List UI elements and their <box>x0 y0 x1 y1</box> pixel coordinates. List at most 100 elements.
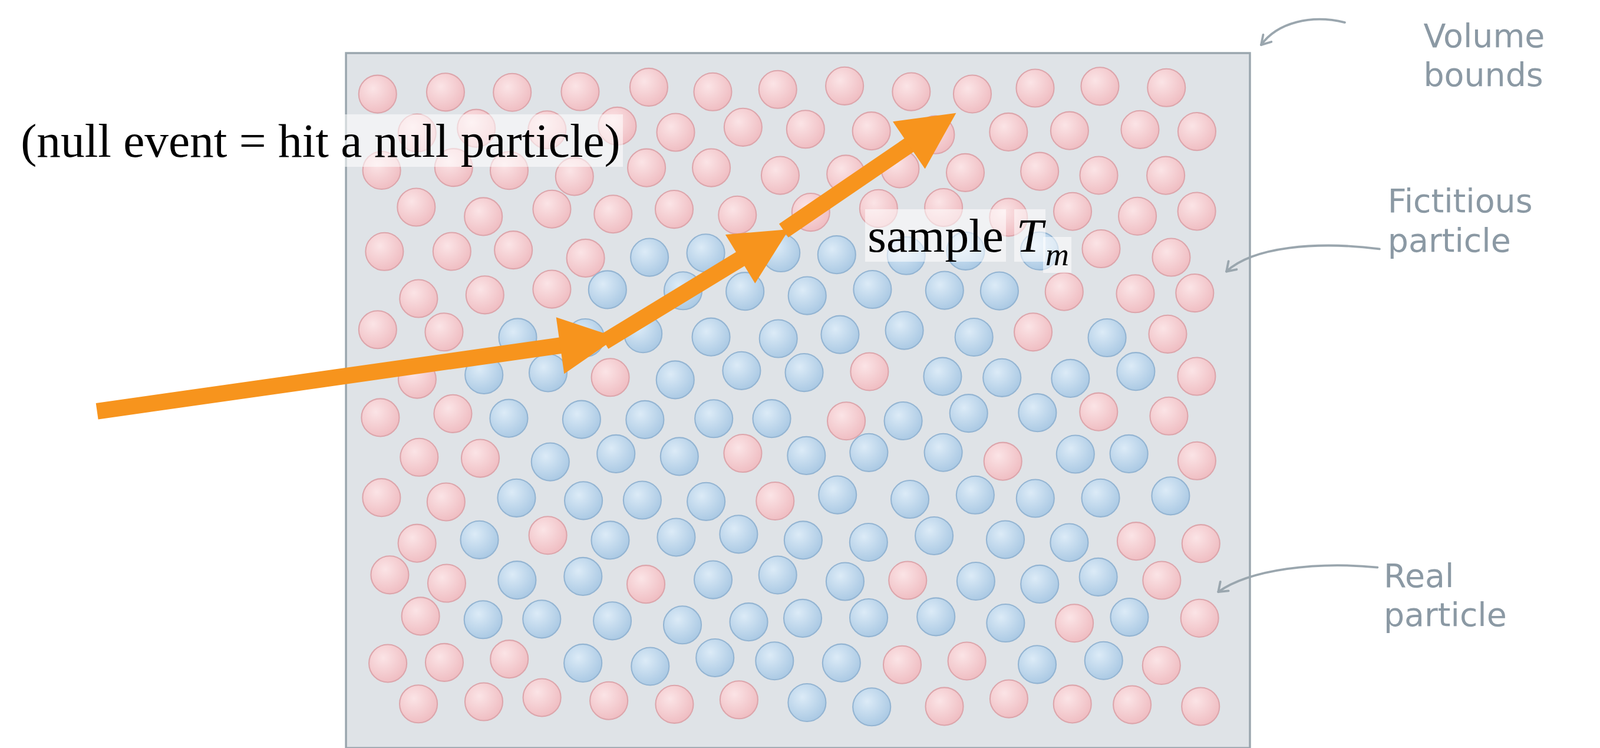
real-particle <box>752 399 791 438</box>
fictitious-particle <box>953 74 992 113</box>
real-particle <box>489 399 528 438</box>
real-particle <box>1050 523 1088 562</box>
fictitious-particle <box>1053 684 1092 723</box>
math-subscript: m <box>1043 236 1072 273</box>
fictitious-particle <box>1182 524 1220 563</box>
ray-path <box>97 138 919 411</box>
fictitious-particle <box>1180 599 1219 638</box>
fictitious-particle <box>1177 357 1216 395</box>
fictitious-particle <box>365 232 404 271</box>
fictitious-particle <box>1146 156 1185 195</box>
leader-line <box>1226 245 1380 272</box>
real-particle <box>719 515 758 553</box>
fictitious-particle <box>756 482 794 520</box>
real-particle <box>656 360 695 399</box>
fictitious-particle <box>718 196 757 234</box>
leader-tip <box>1261 34 1272 45</box>
leader-lines <box>1218 19 1380 592</box>
real-particle <box>924 433 963 472</box>
fictitious-particle <box>984 442 1022 481</box>
fictitious-particle <box>825 67 864 105</box>
fictitious-particle <box>368 644 407 682</box>
real-particle <box>925 271 964 310</box>
real-particle <box>1088 318 1127 357</box>
callout-label: Fictitious particle <box>1387 181 1533 260</box>
real-particle <box>1018 645 1057 684</box>
real-particle <box>1051 359 1090 398</box>
real-particle <box>694 561 732 599</box>
real-particle <box>562 400 601 439</box>
real-particle <box>820 315 859 354</box>
fictitious-particle <box>1142 646 1181 685</box>
fictitious-particle <box>1178 192 1216 230</box>
fictitious-particle <box>529 516 567 554</box>
fictitious-particle <box>370 555 409 594</box>
fictitious-particle <box>925 687 963 725</box>
real-particle <box>759 319 798 358</box>
fictitious-particle <box>589 681 628 720</box>
real-particle <box>986 520 1025 559</box>
fictitious-particle <box>1118 197 1157 236</box>
fictitious-particle <box>883 645 922 684</box>
fictitious-particle <box>466 275 504 314</box>
fictitious-particle <box>591 358 630 397</box>
fictitious-particle <box>916 116 955 154</box>
fictitious-particle <box>461 439 500 478</box>
real-particle <box>1016 479 1055 517</box>
fictitious-particle <box>1178 441 1216 480</box>
real-particle <box>1116 352 1155 391</box>
real-particle <box>631 647 669 685</box>
real-particle <box>588 270 627 309</box>
fictitious-particle <box>946 153 985 192</box>
real-particle <box>460 520 499 559</box>
fictitious-particle <box>850 352 889 391</box>
fictitious-particle <box>888 561 927 599</box>
fictitious-particle <box>1014 312 1052 351</box>
fictitious-particle <box>361 398 399 437</box>
real-particle <box>853 270 892 309</box>
fictitious-particle <box>532 190 571 229</box>
fictitious-particle <box>892 73 930 111</box>
fictitious-particle <box>723 434 762 473</box>
real-particle <box>784 520 823 559</box>
fictitious-particle <box>493 73 531 112</box>
fictitious-particle <box>426 73 465 111</box>
fictitious-particle <box>358 310 397 349</box>
real-particle <box>785 353 824 392</box>
annotation-text: sample <box>865 209 1006 263</box>
fictitious-particle <box>1116 274 1154 313</box>
real-particle <box>955 318 994 356</box>
fictitious-particle <box>1113 685 1151 724</box>
real-particle <box>563 644 602 682</box>
real-particle <box>915 516 953 555</box>
fictitious-particle <box>400 438 438 477</box>
math-symbol: T <box>1014 209 1046 263</box>
fictitious-particle <box>1147 68 1186 107</box>
real-particle <box>730 602 768 641</box>
fictitious-particle <box>989 113 1028 151</box>
fictitious-particle <box>1079 393 1118 431</box>
fictitious-particle <box>401 596 440 635</box>
fictitious-particle <box>433 232 471 270</box>
ray-segment <box>604 252 751 342</box>
fictitious-particle <box>656 113 695 151</box>
real-particle <box>849 433 888 472</box>
real-particle <box>826 562 864 600</box>
note-text: (null event = hit a null particle) <box>18 114 623 168</box>
real-particle <box>986 604 1025 642</box>
real-particle <box>755 641 794 680</box>
real-particle <box>885 311 924 350</box>
real-particle <box>1110 434 1148 473</box>
fictitious-particle <box>786 110 825 148</box>
fictitious-particle <box>655 685 694 724</box>
fictitious-particle <box>1053 192 1092 231</box>
fictitious-particle <box>561 73 599 111</box>
fictitious-particle <box>627 565 665 603</box>
fictitious-particle <box>1142 561 1181 599</box>
real-particle <box>464 600 503 639</box>
fictitious-particle <box>1181 687 1220 725</box>
fictitious-particle <box>1120 110 1159 149</box>
real-particle <box>852 687 891 726</box>
callout-label: Real particle <box>1383 556 1507 635</box>
fictitious-particle <box>724 108 762 147</box>
